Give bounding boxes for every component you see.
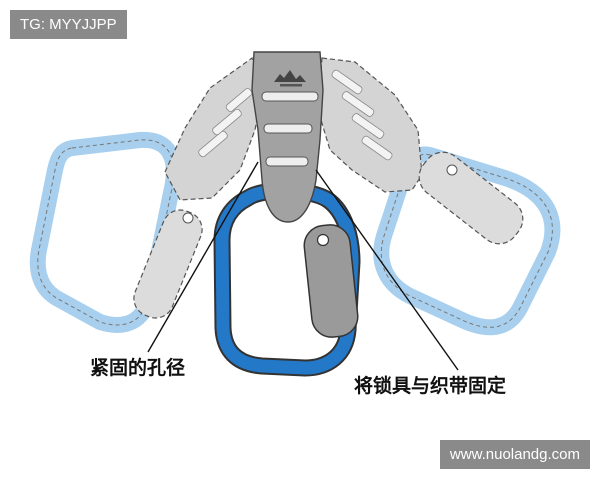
left-carabiner-gate	[133, 209, 203, 319]
right-sling-wing	[317, 57, 423, 193]
lock-to-webbing-label: 将锁具与织带固定	[354, 375, 507, 397]
right-carabiner-gate	[418, 151, 524, 245]
bore-callout-line	[147, 161, 259, 353]
main-carabiner	[213, 182, 361, 377]
bore-label: 紧固的孔径	[90, 357, 186, 379]
main-sling	[251, 51, 324, 223]
watermark-bottom-right: www.nuolandg.com	[439, 440, 590, 469]
sling-logo-icon	[274, 70, 306, 87]
main-carabiner-gate	[303, 224, 359, 338]
left-sling-wing	[164, 57, 263, 201]
watermark-top-left: TG: MYYJJPP	[10, 10, 127, 39]
webbing-callout-line	[315, 169, 459, 371]
